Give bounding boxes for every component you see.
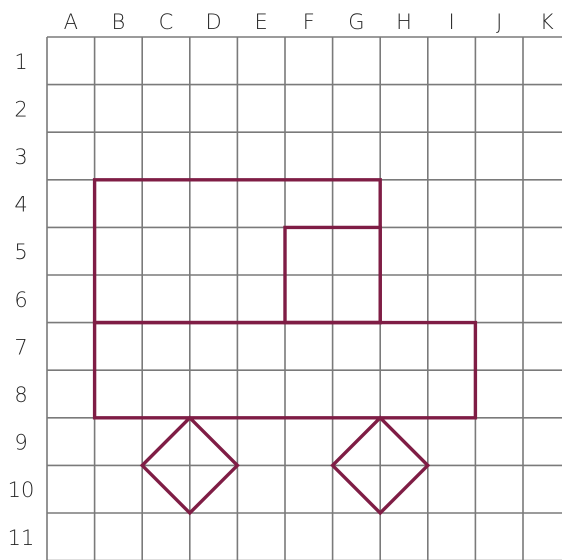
row-label: 7: [14, 335, 27, 359]
column-label: E: [255, 10, 268, 34]
row-label: 5: [14, 240, 27, 264]
row-label: 1: [14, 50, 27, 74]
column-labels: A B C D E F G H I J K: [64, 10, 554, 34]
row-label: 8: [14, 383, 27, 407]
column-label: K: [540, 10, 554, 34]
column-label: A: [64, 10, 78, 34]
row-label: 11: [8, 526, 35, 550]
row-label: 2: [14, 97, 27, 121]
column-label: H: [396, 10, 412, 34]
row-label: 9: [14, 431, 27, 455]
column-label: G: [348, 10, 364, 34]
row-label: 4: [14, 193, 27, 217]
row-label: 6: [14, 288, 27, 312]
grid-lines: [47, 37, 562, 560]
column-label: I: [448, 10, 454, 34]
row-label: 10: [8, 478, 35, 502]
column-label: D: [206, 10, 222, 34]
row-labels: 1 2 3 4 5 6 7 8 9 10 11: [8, 50, 35, 550]
row-label: 3: [14, 145, 27, 169]
column-label: C: [159, 10, 174, 34]
column-label: F: [303, 10, 315, 34]
column-label: B: [112, 10, 126, 34]
column-label: J: [496, 10, 502, 34]
